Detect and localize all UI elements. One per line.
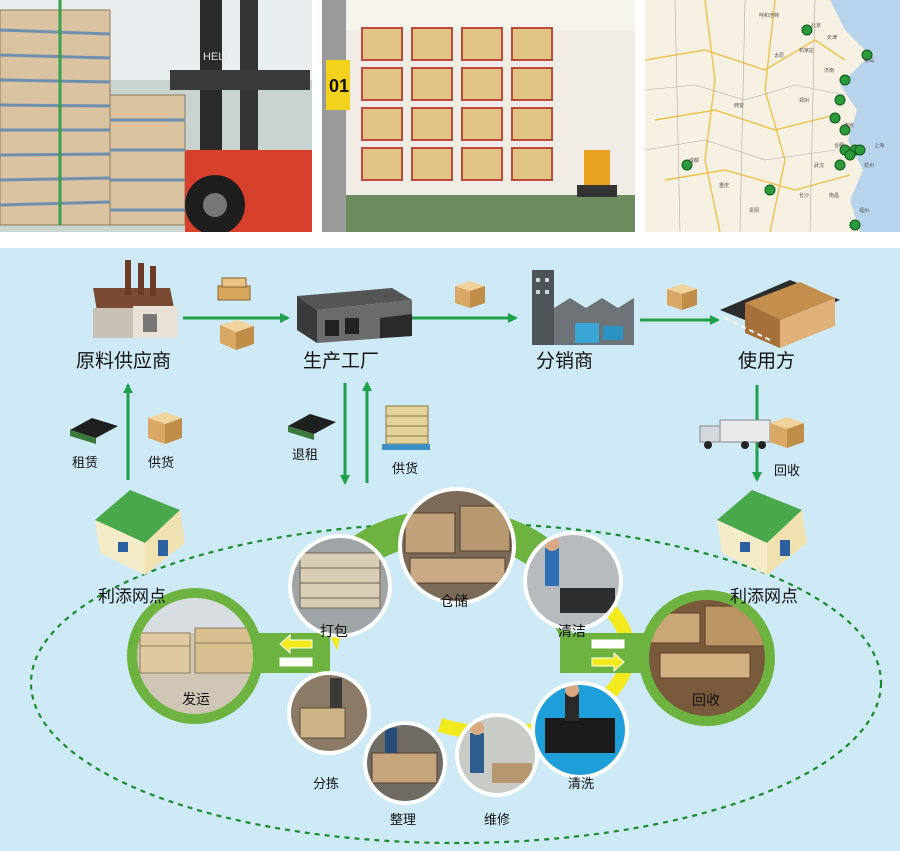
distributor-icon (532, 270, 634, 345)
map-city-label: 西安 (734, 102, 744, 109)
node-label-user: 使用方 (738, 346, 795, 373)
step-label-repair: 维修 (484, 809, 510, 828)
step-label-organizing: 整理 (390, 809, 416, 828)
rack-crate (512, 108, 552, 140)
map-city-label: 成都 (689, 157, 699, 164)
forklift-brand-text: HELI (203, 51, 227, 63)
link-label-supplier-supply: 供货 (148, 452, 174, 471)
service-point-right-label: 利添网点 (730, 582, 798, 607)
reverse-logistics-diagram: 原料供应商 生产工厂 分销商 使用方 租赁 供货 退租 供货 回收 利添网点 利… (0, 248, 900, 851)
map-city-label: 重庆 (719, 182, 729, 189)
raw-material-supplier-icon (93, 260, 178, 338)
crate-icon (455, 281, 485, 308)
step-label-ship-out: 发运 (182, 689, 210, 709)
warehouse-rack-photo: 01 (322, 0, 635, 232)
node-label-distributor: 分销商 (536, 346, 593, 373)
rack-crate (512, 148, 552, 180)
rack-crate (412, 28, 452, 60)
map-city-label: 呼和浩特 (759, 12, 779, 19)
production-factory-icon (297, 288, 412, 343)
rack-crate (412, 68, 452, 100)
map-city-label: 长沙 (799, 192, 809, 199)
step-label-washing: 清洗 (568, 773, 594, 792)
map-network-dot (855, 145, 865, 155)
crate-icon (770, 417, 804, 448)
service-point-house-icon (717, 490, 807, 575)
wood-pallet-stack-icon (382, 406, 430, 450)
map-city-label: 北京 (811, 22, 821, 29)
rack-crate (512, 28, 552, 60)
map-network-dot (835, 95, 845, 105)
node-label-factory: 生产工厂 (303, 346, 379, 373)
node-label-raw-supplier: 原料供应商 (76, 346, 171, 373)
rack-crate (362, 148, 402, 180)
step-label-recycle: 回收 (692, 690, 720, 710)
service-point-house-icon (95, 490, 185, 575)
step-label-packing: 打包 (320, 621, 348, 641)
user-warehouse-icon (720, 280, 840, 348)
black-pallet-icon (288, 414, 336, 440)
service-point-left-label: 利添网点 (98, 582, 166, 607)
crate-icon (148, 412, 182, 444)
rack-crate (462, 148, 502, 180)
rack-crate (512, 68, 552, 100)
rack-crate (362, 68, 402, 100)
map-city-label: 南京 (844, 122, 854, 129)
map-city-label: 石家庄 (799, 47, 814, 54)
map-city-label: 杭州 (864, 162, 874, 169)
map-network-dot (845, 150, 855, 160)
rack-crate (462, 68, 502, 100)
link-label-rent: 租赁 (72, 452, 98, 471)
map-network-dot (840, 75, 850, 85)
step-label-storage: 仓储 (440, 591, 468, 611)
map-network-dot (835, 160, 845, 170)
pallet-stack-icon (218, 278, 250, 300)
aisle-number-sign: 01 (329, 76, 349, 96)
link-label-factory-supply: 供货 (392, 458, 418, 477)
rack-crate (412, 108, 452, 140)
map-city-label: 济南 (824, 67, 834, 74)
truck-icon (700, 420, 770, 449)
link-label-return-lease: 退租 (292, 444, 318, 463)
map-city-label: 贵阳 (749, 207, 759, 214)
map-network-dot (850, 220, 860, 230)
crate-icon (220, 320, 254, 350)
rack-crate (462, 28, 502, 60)
map-network-dot (765, 185, 775, 195)
map-city-label: 郑州 (799, 97, 809, 104)
black-pallet-icon (70, 418, 118, 444)
link-label-user-recycle: 回收 (774, 460, 800, 479)
map-city-label: 武汉 (814, 162, 824, 169)
rack-crate (362, 28, 402, 60)
map-network-dot (830, 113, 840, 123)
map-city-label: 上海 (874, 142, 884, 149)
map-city-label: 福州 (859, 207, 869, 214)
map-city-label: 天津 (827, 34, 837, 41)
forklift-photo: HELI (0, 0, 312, 232)
rack-crate (412, 148, 452, 180)
step-label-sorting: 分拣 (313, 773, 339, 792)
crate-icon (667, 284, 697, 310)
rack-crate (362, 108, 402, 140)
map-city-label: 太原 (774, 52, 784, 59)
map-city-label: 青岛 (864, 57, 874, 64)
map-city-label: 合肥 (834, 142, 844, 149)
step-label-cleaning: 清洁 (558, 621, 586, 641)
map-city-label: 南昌 (829, 192, 839, 199)
china-network-map-photo: 北京 呼和浩特天津石家庄济南 太原青岛郑州西安南京合肥 上海武汉 杭州 成都重庆长沙 南昌贵… (645, 0, 900, 232)
rack-crate (462, 108, 502, 140)
